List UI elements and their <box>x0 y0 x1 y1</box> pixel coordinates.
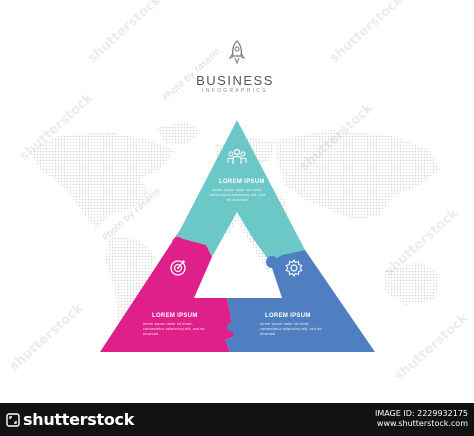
segment-right-blue <box>225 250 375 352</box>
map-asia <box>275 130 440 220</box>
connector-knob <box>227 322 237 332</box>
rocket-icon <box>228 40 246 65</box>
footer-image-id: IMAGE ID: 2229932175 <box>374 409 468 418</box>
segment-top-text: lorem ipsum dolor sit amet, consectetur … <box>208 188 265 202</box>
target-icon <box>170 260 186 276</box>
map-south-america <box>105 235 155 330</box>
footer-meta: IMAGE ID: 2229932175 www.shutterstock.co… <box>375 409 468 429</box>
segment-right-label: LOREM IPSUM <box>265 313 311 319</box>
segment-left-label: LOREM IPSUM <box>152 313 198 319</box>
triangle-diagram <box>100 120 375 352</box>
people-group-icon <box>227 148 247 164</box>
page-title: BUSINESS <box>196 73 274 88</box>
infographic-canvas: shutterstock shutterstock shutterstock s… <box>6 0 472 385</box>
stock-footer-bar: shutterstock IMAGE ID: 2229932175 www.sh… <box>0 403 474 436</box>
footer-brand: shutterstock <box>6 410 134 429</box>
brand-logo-icon <box>6 413 20 427</box>
map-australia <box>385 262 440 305</box>
connector-knob <box>172 237 184 249</box>
connector-knob <box>266 256 278 268</box>
footer-site: www.shutterstock.com <box>376 419 468 428</box>
segment-right-text: lorem ipsum dolor sit amet, consectetur … <box>260 322 322 336</box>
segment-left-magenta <box>100 230 234 352</box>
segment-top-teal <box>176 120 305 262</box>
segment-left-text: lorem ipsum dolor sit amet, consectetur … <box>143 322 205 336</box>
segment-top-label: LOREM IPSUM <box>219 179 265 185</box>
inner-triangle-cutout <box>194 220 282 298</box>
map-north-america <box>30 132 175 230</box>
gear-icon <box>285 258 303 278</box>
footer-brand-name: shutterstock <box>23 410 135 429</box>
page-subtitle: INFOGRAPHICS <box>202 88 268 94</box>
map-greenland <box>155 122 200 145</box>
